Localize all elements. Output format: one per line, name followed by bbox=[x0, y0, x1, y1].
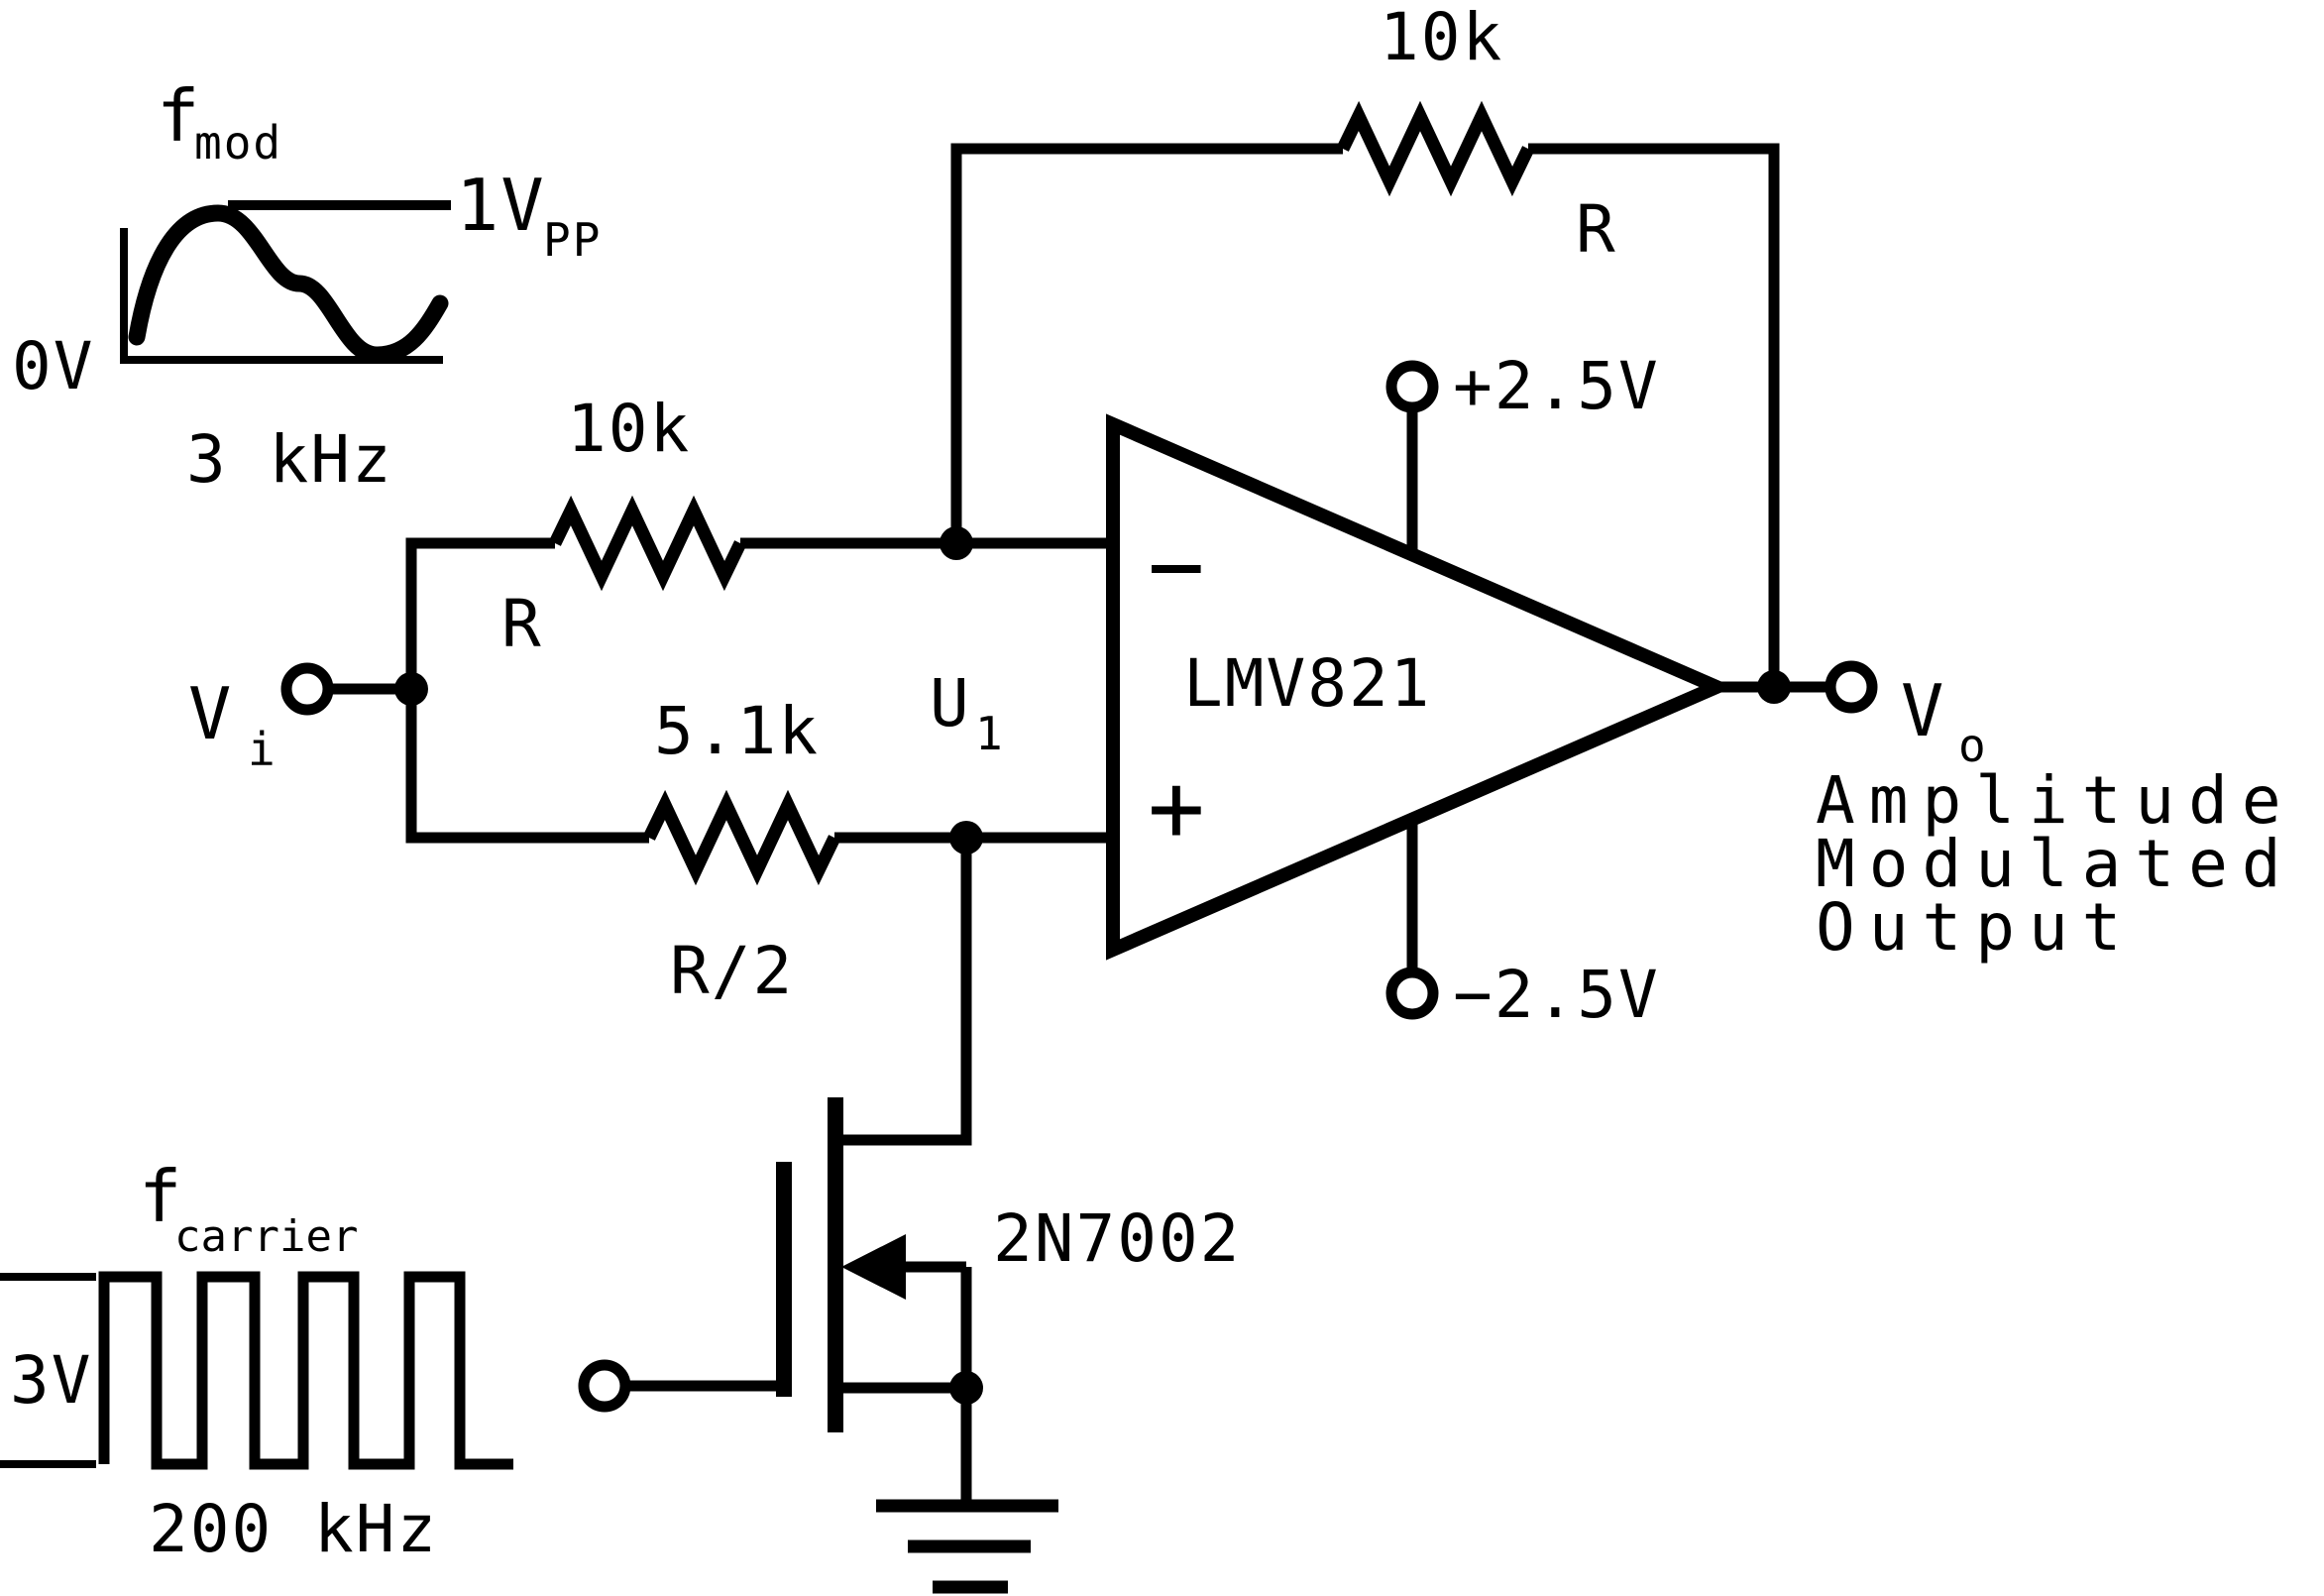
resistor-inverting bbox=[549, 495, 746, 592]
carrier-frequency-label: 200 kHz bbox=[149, 1491, 438, 1567]
mod-signal-label: f bbox=[157, 74, 201, 158]
output-description-line3: Output bbox=[1816, 889, 2135, 966]
resistor-feedback-value: 10k bbox=[1380, 0, 1503, 75]
carrier-signal-subscript: carrier bbox=[174, 1211, 358, 1262]
output-description-line2: Modulated bbox=[1816, 826, 2295, 902]
mosfet-part-number: 2N7002 bbox=[993, 1200, 1241, 1277]
input-terminal-subscript: i bbox=[248, 723, 277, 776]
output-terminal-circle bbox=[1825, 660, 1878, 714]
junction-output-node bbox=[1757, 670, 1791, 704]
wire-mosfet-drain bbox=[835, 838, 972, 1146]
positive-supply-label: +2.5V bbox=[1453, 348, 1660, 424]
opamp-part-number: LMV821 bbox=[1183, 645, 1431, 722]
wire-feedback-right bbox=[1528, 143, 1780, 687]
negative-supply-terminal bbox=[1385, 967, 1439, 1020]
resistor-noninverting-value: 5.1k bbox=[654, 693, 820, 769]
wire-to-noninverting-resistor bbox=[405, 689, 649, 844]
mod-source-annotation: f mod 1V PP 0V 3 kHz bbox=[12, 74, 602, 498]
mod-peak-subscript: PP bbox=[543, 213, 602, 267]
opamp-inverting-marker: − bbox=[1148, 511, 1207, 622]
output-terminal-subscript: o bbox=[1958, 719, 1988, 772]
input-terminal-circle bbox=[280, 662, 334, 716]
positive-supply-terminal bbox=[1385, 360, 1439, 413]
mod-signal-subscript: mod bbox=[194, 116, 282, 170]
wire-to-inverting-resistor bbox=[405, 537, 555, 689]
resistor-inverting-value: 10k bbox=[567, 391, 691, 467]
negative-supply-label: −2.5V bbox=[1453, 957, 1660, 1033]
resistor-inverting-name: R bbox=[501, 586, 543, 662]
carrier-level-label: 3V bbox=[10, 1342, 92, 1419]
opamp: − + LMV821 U 1 +2.5V −2.5V bbox=[930, 348, 1734, 1033]
resistor-feedback bbox=[1337, 100, 1534, 197]
input-network: V i 10k R 5.1k R/2 bbox=[188, 391, 1113, 1009]
output-terminal-label: V bbox=[1901, 669, 1945, 752]
mosfet-body-arrow-icon bbox=[841, 1234, 906, 1300]
carrier-input-terminal bbox=[578, 1359, 631, 1413]
ground-symbol bbox=[876, 1388, 1058, 1594]
mod-peak-label: 1V bbox=[456, 164, 546, 247]
output-description-line1: Amplitude bbox=[1816, 762, 2295, 839]
carrier-source-annotation: f carrier 3V 200 kHz bbox=[0, 1155, 631, 1567]
output-network: V o Amplitude Modulated Output bbox=[1716, 660, 2295, 966]
input-terminal-label: V bbox=[188, 672, 233, 755]
opamp-designator: U bbox=[930, 665, 971, 741]
mod-zero-label: 0V bbox=[12, 328, 94, 404]
carrier-signal-label: f bbox=[139, 1155, 183, 1238]
opamp-noninverting-marker: + bbox=[1148, 752, 1207, 863]
resistor-feedback-name: R bbox=[1576, 191, 1617, 268]
resistor-noninverting bbox=[643, 789, 840, 886]
mod-frequency-label: 3 kHz bbox=[186, 421, 393, 498]
resistor-noninverting-name: R/2 bbox=[670, 933, 794, 1009]
feedback-network: 10k R bbox=[950, 0, 1780, 687]
sine-waveform bbox=[128, 204, 449, 364]
wire-feedback-left bbox=[950, 143, 1343, 543]
opamp-designator-subscript: 1 bbox=[975, 707, 1005, 760]
square-waveform bbox=[98, 1271, 513, 1470]
